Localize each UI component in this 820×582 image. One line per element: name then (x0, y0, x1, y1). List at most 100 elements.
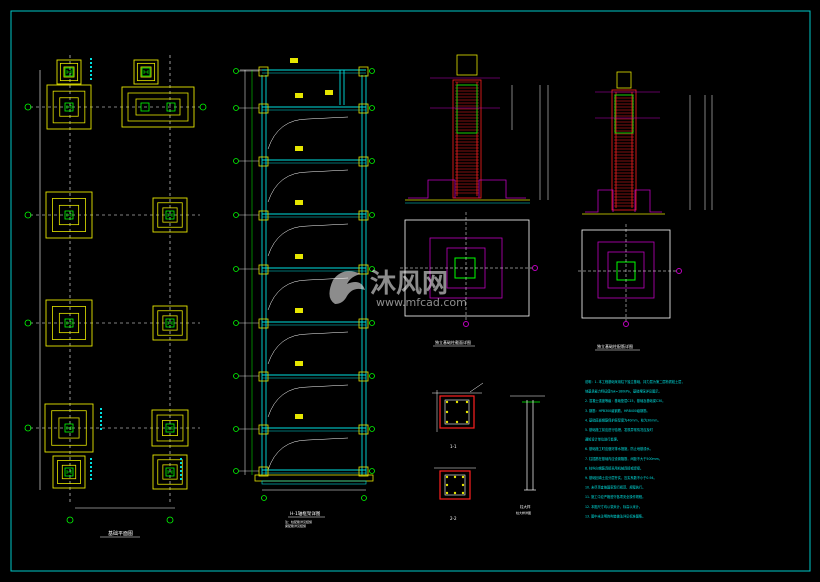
frame-note-1: 注：柱配筋详见结施 (285, 519, 312, 524)
dim-tick-0-1 (90, 62, 92, 64)
dim-tick-2-1 (180, 462, 182, 464)
frame-title: H-1轴框架详图 (290, 510, 321, 517)
footing-b1 (45, 191, 93, 239)
frame-elevation: H-1轴框架详图 注：柱配筋详见结施 梁配筋详见结施 (233, 58, 375, 528)
cs2-dots-rebar-6 (453, 491, 457, 495)
note-line-13: 11. 施工中应严格遵守各项安全操作规程。 (585, 494, 645, 499)
footing-combined (121, 86, 195, 128)
column-section-1: 独立基础柱截面详图 (400, 54, 549, 347)
dim-tick-0-4 (90, 74, 92, 76)
cs1-dots-rebar-0 (445, 400, 449, 404)
pile-subtitle: 柱大样详图 (516, 510, 531, 515)
footing-c1 (45, 299, 93, 347)
watermark-url: www.mfcad.com (376, 296, 467, 309)
dim-tick-1-1 (90, 462, 92, 464)
cs1-dots-rebar-5 (445, 420, 449, 424)
floor-beam-8 (233, 466, 375, 477)
note-line-10: 8. 柱纵向钢筋连接采用机械连接或焊接。 (585, 465, 643, 470)
dim-tick-3-5 (100, 428, 102, 430)
footing-e1 (52, 455, 86, 489)
dim-tick-0-3 (90, 70, 92, 72)
footing-e2 (152, 454, 188, 490)
floor-beam-1 (233, 93, 375, 150)
footing-b2 (152, 197, 188, 233)
dim-tick-0-0 (90, 58, 92, 60)
note-line-9: 7. 柱插筋在基础内应设置箍筋，间距不大于500mm。 (585, 456, 662, 461)
note-line-11: 9. 基础回填土应分层夯实，压实系数不小于0.94。 (585, 475, 657, 480)
floor-beam-7 (233, 414, 375, 471)
dim-tick-3-1 (100, 412, 102, 414)
floor-beam-4 (233, 254, 375, 311)
cs1-dots-rebar-2 (465, 400, 469, 404)
cs2-dots-rebar-7 (461, 491, 465, 495)
footing-a1 (46, 84, 92, 130)
cs1-dots-rebar-4 (465, 410, 469, 414)
dim-tick-2-4 (180, 474, 182, 476)
section2-title: 独立基础柱配筋详图 (597, 343, 633, 349)
dim-tick-0-2 (90, 66, 92, 68)
floor-beam-6 (233, 361, 375, 418)
roof-label-mark (325, 90, 333, 95)
cs1-dots-rebar-3 (445, 410, 449, 414)
watermark: 沐风网 www.mfcad.com (329, 269, 467, 309)
cs1-dots-rebar-1 (455, 400, 459, 404)
top-label-mark (290, 58, 298, 63)
cross-section-2-2: 2-2 (434, 467, 476, 521)
note-line-12: 10. 未尽事宜按国家现行规范、规程执行。 (585, 485, 645, 490)
cs1-dots-rebar-7 (465, 420, 469, 424)
dim-tick-1-5 (90, 478, 92, 480)
note-line-14: 12. 本图尺寸均以毫米计，标高以米计。 (585, 504, 642, 509)
plan-title: 基础平面图 (108, 530, 133, 537)
dim-tick-2-5 (180, 478, 182, 480)
cs2-dots-rebar-3 (445, 483, 449, 487)
watermark-logo-icon (329, 271, 365, 304)
dim-tick-1-4 (90, 474, 92, 476)
cs2-dots-rebar-1 (453, 475, 457, 479)
note-line-8: 6. 基础施工时应做好排水措施，防止地基浸水。 (585, 446, 653, 451)
cs1-title: 1-1 (450, 444, 457, 449)
dim-tick-2-2 (180, 466, 182, 468)
watermark-brand: 沐风网 (370, 269, 448, 299)
cs1-dots-rebar-6 (455, 420, 459, 424)
cs2-dots-rebar-4 (461, 483, 465, 487)
dim-tick-1-0 (90, 458, 92, 460)
footing-top-2 (133, 59, 159, 85)
cross-section-1-1: 1-1 (432, 382, 484, 449)
note-line-15: 13. 图中未注明的构造做法详见标准图集。 (585, 513, 645, 518)
floor-beam-0 (233, 66, 375, 77)
footing-d1 (44, 403, 94, 453)
dim-tick-1-3 (90, 470, 92, 472)
cs2-dots-rebar-5 (445, 491, 449, 495)
dim-tick-1-2 (90, 466, 92, 468)
section1-title: 独立基础柱截面详图 (435, 339, 471, 345)
footing-c2 (152, 305, 188, 341)
note-line-5: 4. 基础底板钢筋保护层厚度为40mm，柱为30mm。 (585, 417, 661, 422)
footing-d2 (151, 409, 189, 447)
dim-tick-3-0 (100, 408, 102, 410)
cs2-dots-rebar-0 (445, 475, 449, 479)
column-specimen: 柱大样 柱大样详图 (510, 395, 545, 515)
frame-note-2: 梁配筋详见结施 (285, 523, 306, 528)
dim-tick-0-5 (90, 78, 92, 80)
foundation-plan: 基础平面图 (24, 55, 207, 538)
note-line-6: 5. 基础施工前应进行验槽，发现异常情况应及时 (585, 427, 654, 432)
general-notes: 说明：1. 本工程基础采用柱下独立基础，持力层为第二层粉质粘土层， 地基承载力特征… (585, 379, 685, 518)
footing-top-1 (56, 59, 82, 85)
dim-tick-2-3 (180, 470, 182, 472)
plan-axis-lines (30, 55, 200, 505)
pile-title: 柱大样 (520, 504, 531, 509)
column-section-2: 独立基础柱配筋详图 (578, 71, 713, 351)
drawing-border (10, 10, 811, 572)
note-line-2: 地基承载力特征值fak=180kPa，基础埋深详见图示。 (585, 389, 662, 394)
dim-tick-3-3 (100, 420, 102, 422)
dim-tick-2-0 (180, 458, 182, 460)
dim-tick-3-4 (100, 424, 102, 426)
note-line-1: 说明：1. 本工程基础采用柱下独立基础，持力层为第二层粉质粘土层， (585, 379, 685, 384)
note-line-7: 通知设计单位进行处理。 (585, 437, 620, 442)
plan-axis-bubbles (24, 103, 207, 524)
floor-beam-3 (233, 200, 375, 257)
cs2-title: 2-2 (450, 516, 457, 521)
note-line-3: 2. 混凝土强度等级：基础垫层C15，基础及基础梁C30。 (585, 398, 665, 403)
note-line-4: 3. 钢筋：HPB300级钢筋，HRB400级钢筋。 (585, 408, 650, 413)
